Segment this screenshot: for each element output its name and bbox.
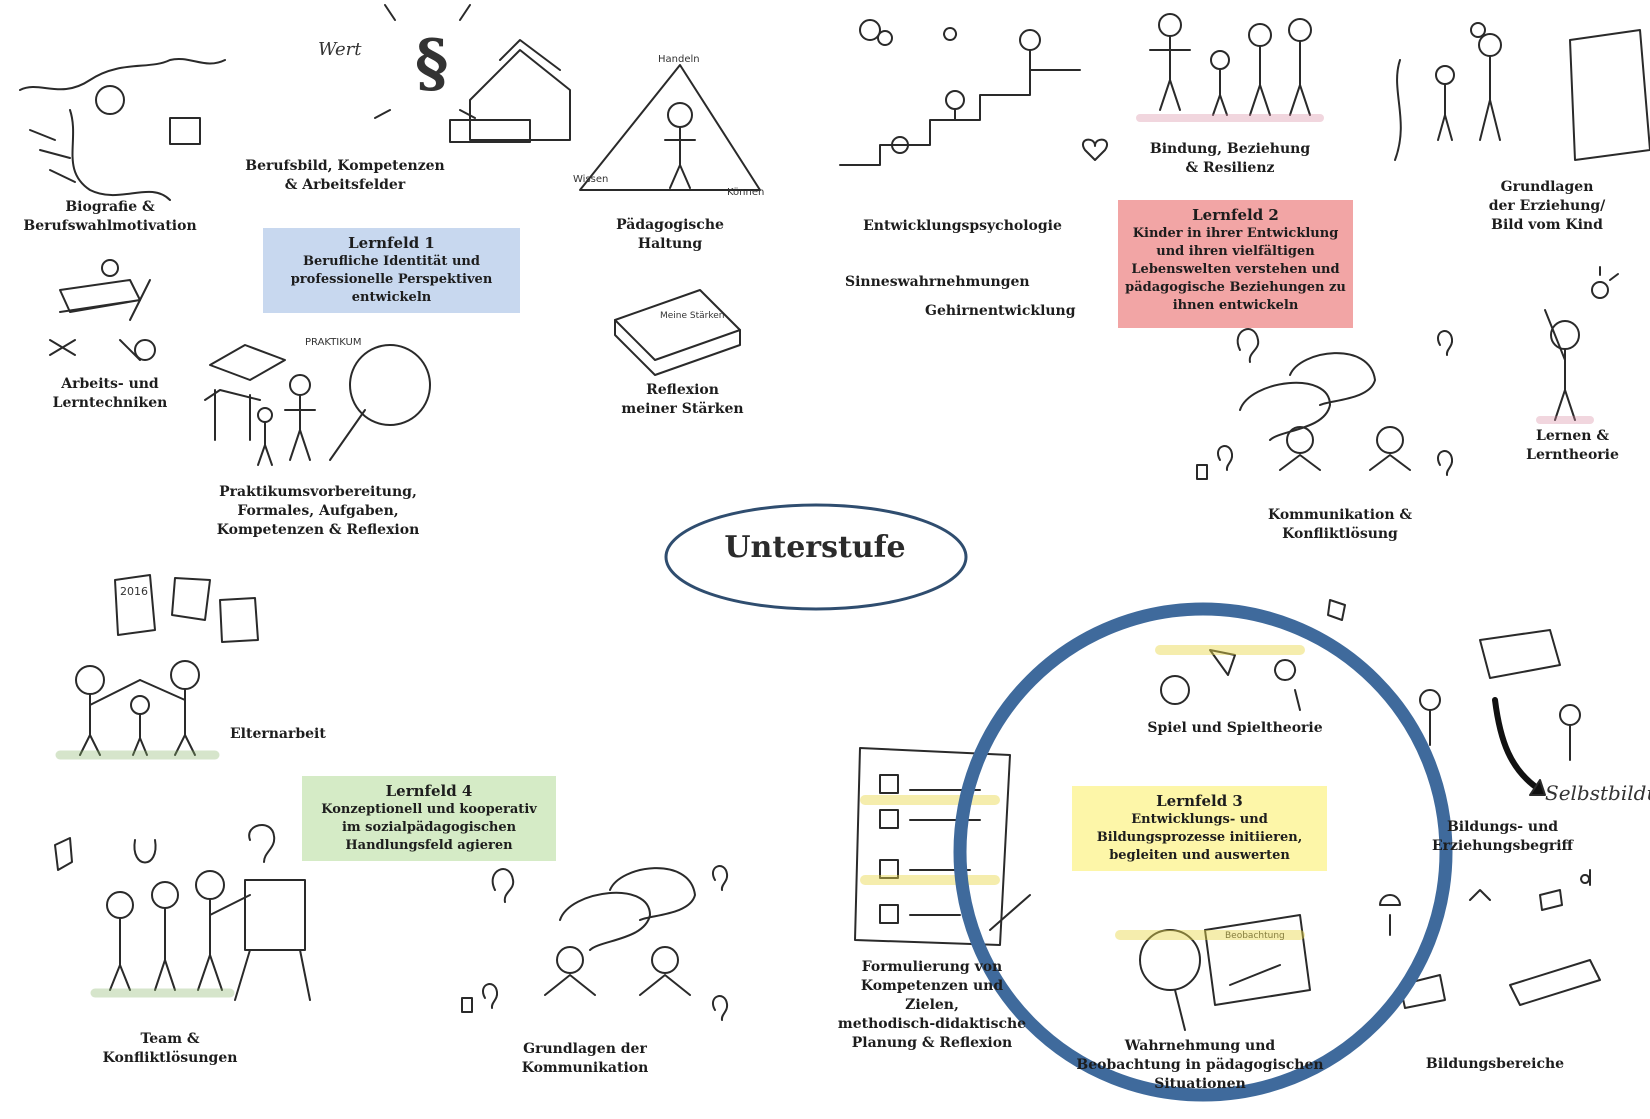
planning-board-sketch: [854, 747, 1031, 946]
topic-kommunikation-konflikt: Kommunikation & Konfliktlösung: [1267, 507, 1413, 542]
topic-reflexion-staerken: Reflexion meiner Stärken: [621, 382, 744, 417]
sketch-word-meine-staerken: Meine Stärken: [660, 311, 725, 321]
communication-basics-sketch: [461, 865, 729, 1021]
observation-sketch: Beobachtung: [1115, 914, 1311, 1031]
internship-sketch: PRAKTIKUM: [204, 337, 431, 466]
attachment-sketch: [1136, 13, 1324, 122]
lernfeld-4-box: Lernfeld 4 Konzeptionell und kooperativ …: [302, 776, 556, 861]
topic-wahrnehmung: Wahrnehmung und Beobachtung in pädagogis…: [1076, 1038, 1324, 1092]
sketch-word-koennen: Können: [727, 187, 764, 198]
biography-sketch: [19, 58, 226, 201]
sketch-word-handeln: Handeln: [658, 54, 700, 65]
topic-grundlagen-erziehung: Grundlagen der Erziehung/ Bild vom Kind: [1488, 179, 1606, 233]
attitude-triangle-sketch: Handeln Wissen Können: [573, 54, 764, 198]
lernfeld-1-title: Lernfeld 1: [348, 234, 435, 252]
topic-biografie: Biografie & Berufswahlmotivation: [23, 199, 197, 234]
education-areas-sketch: [1379, 869, 1601, 1009]
topic-elternarbeit: Elternarbeit: [230, 726, 326, 742]
topic-berufsbild: Berufsbild, Kompetenzen & Arbeitsfelder: [245, 158, 445, 193]
work-techniques-sketch: [49, 259, 156, 361]
lernfeld3-highlight-ring: [953, 602, 1453, 1102]
lernfeld-3-title: Lernfeld 3: [1156, 792, 1243, 810]
lernfeld-2-box: Lernfeld 2 Kinder in ihrer Entwicklung u…: [1118, 200, 1353, 328]
topic-bildungsbegriff: Bildungs- und Erziehungsbegriff: [1431, 819, 1574, 854]
center-ellipse: [664, 503, 968, 611]
topic-praktikum: Praktikumsvorbereitung, Formales, Aufgab…: [216, 484, 420, 538]
topic-haltung: Pädagogische Haltung: [616, 217, 724, 252]
play-sketch: [1155, 599, 1346, 711]
lernfeld-4-subtitle: Konzeptionell und kooperativ im sozialpä…: [321, 802, 537, 853]
center-title: Unterstufe: [724, 530, 906, 565]
topic-gehirnentwicklung: Gehirnentwicklung: [925, 303, 1076, 319]
topic-entwicklungspsychologie: Entwicklungspsychologie: [863, 218, 1062, 234]
parent-work-sketch: 2016: [55, 574, 259, 760]
sketch-word-selbstbildung: Selbstbildung: [1545, 781, 1650, 805]
sketch-word-wert: Wert: [318, 39, 362, 60]
topic-bildungsbereiche: Bildungsbereiche: [1425, 1056, 1565, 1072]
lernfeld-3-box: Lernfeld 3 Entwicklungs- und Bildungspro…: [1072, 786, 1327, 871]
team-sketch: [54, 824, 311, 1001]
lernfeld-3-subtitle: Entwicklungs- und Bildungsprozesse initi…: [1096, 812, 1303, 863]
paragraph-icon: §: [415, 26, 448, 101]
sketch-word-praktikum: PRAKTIKUM: [305, 337, 362, 348]
topic-bindung: Bindung, Beziehung & Resilienz: [1149, 141, 1311, 176]
strengths-book-sketch: Meine Stärken: [614, 289, 741, 376]
lernfeld-2-subtitle: Kinder in ihrer Entwicklung und ihren vi…: [1125, 226, 1346, 313]
learning-sketch: [1536, 266, 1619, 424]
topic-sinneswahrnehmungen: Sinneswahrnehmungen: [845, 274, 1030, 290]
lernfeld-1-box: Lernfeld 1 Berufliche Identität und prof…: [263, 228, 520, 313]
development-stairs-sketch: [839, 19, 1108, 166]
topic-formulierung: Formulierung von Kompetenzen und Zielen,…: [837, 959, 1027, 1051]
education-concept-sketch: Selbstbildung: [1419, 629, 1650, 805]
lernfeld-2-title: Lernfeld 2: [1192, 206, 1279, 224]
topic-spiel: Spiel und Spieltheorie: [1147, 720, 1323, 736]
topic-grundlagen-kommunikation: Grundlagen der Kommunikation: [521, 1041, 649, 1076]
lernfeld-1-subtitle: Berufliche Identität und professionelle …: [290, 254, 493, 305]
profession-sketch: Wert §: [318, 4, 571, 143]
communication-conflict-sketch: [1196, 328, 1454, 480]
topic-lernen: Lernen & Lerntheorie: [1526, 428, 1619, 463]
sketch-word-year: 2016: [120, 585, 148, 598]
topic-team: Team & Konfliktlösungen: [102, 1031, 238, 1066]
topic-arbeitstechniken: Arbeits- und Lerntechniken: [52, 376, 168, 411]
sketch-word-beobachtung: Beobachtung: [1225, 931, 1285, 941]
lernfeld-4-title: Lernfeld 4: [385, 782, 473, 800]
sketch-word-wissen: Wissen: [573, 174, 608, 185]
education-basics-sketch: [1394, 22, 1650, 161]
